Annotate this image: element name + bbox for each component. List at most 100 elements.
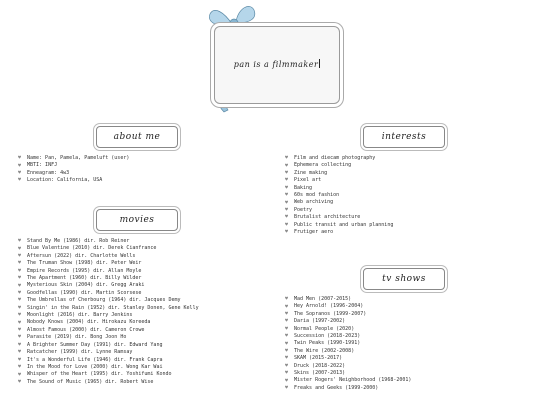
list-item: ♥ Enneagram: 4w3 <box>18 170 129 177</box>
heart-bullet-icon: ♥ <box>285 155 289 162</box>
list-item: ♥ Almost Famous (2000) dir. Cameron Crowe <box>18 327 199 334</box>
list-item-text: The Umbrellas of Cherbourg (1964) dir. J… <box>27 297 181 304</box>
list-item-text: Web archiving <box>294 199 334 206</box>
list-item-text: Pixel art <box>294 177 322 184</box>
movies-heading: movies <box>96 209 178 231</box>
list-item: ♥Druck (2018-2022) <box>285 363 411 370</box>
list-item-text: A Brighter Summer Day (1991) dir. Edward… <box>27 341 163 348</box>
list-item: ♥Skins (2007-2013) <box>285 370 411 377</box>
site-title: pan is a filmmaker <box>233 59 321 69</box>
list-item-text: Brutalist architecture <box>294 214 361 221</box>
heart-bullet-icon: ♥ <box>285 170 289 177</box>
list-item-text: Ephemera collecting <box>294 162 352 169</box>
list-item-text: Frutiger aero <box>294 229 334 236</box>
list-item-text: Public transit and urban planning <box>294 221 394 228</box>
list-item-text: Moonlight (2016) dir. Barry Jenkins <box>27 312 133 319</box>
heart-bullet-icon: ♥ <box>18 356 22 363</box>
heart-bullet-icon: ♥ <box>285 311 289 318</box>
list-item-text: The Truman Show (1998) dir. Peter Weir <box>27 260 142 267</box>
list-item: ♥ Blue Valentine (2010) dir. Derek Cianfr… <box>18 245 199 252</box>
heart-bullet-icon: ♥ <box>18 162 22 169</box>
heart-bullet-icon: ♥ <box>18 327 22 334</box>
list-item: ♥ Mister Rogers' Neighborhood (1968-2001) <box>285 377 411 384</box>
heart-bullet-icon: ♥ <box>285 199 289 206</box>
heart-bullet-icon: ♥ <box>18 312 22 319</box>
list-item: ♥Whisper of the Heart (1995) dir. Yoshif… <box>18 371 199 378</box>
heart-bullet-icon: ♥ <box>285 333 289 340</box>
heart-bullet-icon: ♥ <box>18 267 22 274</box>
heart-bullet-icon: ♥ <box>285 207 289 214</box>
list-item-text: Hey Arnold! (1996-2004) <box>294 303 364 310</box>
list-item: ♥Twin Peaks (1990-1991) <box>285 340 411 347</box>
list-item: ♥ Brutalist architecture <box>285 214 393 221</box>
heart-bullet-icon: ♥ <box>18 334 22 341</box>
heart-bullet-icon: ♥ <box>285 192 289 199</box>
list-item-text: Whisper of the Heart (1995) dir. Yoshifu… <box>27 371 172 378</box>
heart-bullet-icon: ♥ <box>18 245 22 252</box>
list-item: ♥Normal People (2020) <box>285 326 411 333</box>
list-item-text: Parasite (2019) dir. Bong Joon Ho <box>27 334 127 341</box>
heart-bullet-icon: ♥ <box>18 282 22 289</box>
list-item: ♥ Poetry <box>285 207 393 214</box>
heart-bullet-icon: ♥ <box>285 348 289 355</box>
list-item: ♥Nobody Knows (2004) dir. Hirokazu Koree… <box>18 319 199 326</box>
heart-bullet-icon: ♥ <box>285 377 289 384</box>
list-item: ♥ Location: California, USA <box>18 177 129 184</box>
heart-bullet-icon: ♥ <box>18 275 22 282</box>
list-item-text: Blue Valentine (2010) dir. Derek Cianfra… <box>27 245 157 252</box>
tv-shows-heading: tv shows <box>363 268 445 290</box>
list-item: ♥MBTI: INFJ <box>18 162 129 169</box>
heart-bullet-icon: ♥ <box>18 155 22 162</box>
heart-bullet-icon: ♥ <box>18 177 22 184</box>
list-item: ♥SKAM (2015-2017) <box>285 355 411 362</box>
heart-bullet-icon: ♥ <box>285 221 289 228</box>
list-item-text: Aftersun (2022) dir. Charlotte Wells <box>27 252 136 259</box>
list-item: ♥Mad Men (2007-2015) <box>285 296 411 303</box>
list-item-text: Mad Men (2007-2015) <box>294 296 352 302</box>
list-item-text: Singin' in the Rain (1952) dir. Stanley … <box>27 304 199 311</box>
list-item: ♥Aftersun (2022) dir. Charlotte Wells <box>18 253 199 260</box>
list-item-text: Almost Famous (2000) dir. Cameron Crowe <box>27 326 145 333</box>
list-item-text: 60s mod fashion <box>294 192 340 199</box>
heart-bullet-icon: ♥ <box>18 341 22 348</box>
list-item-text: Film and diecam photography <box>294 155 376 161</box>
heart-bullet-icon: ♥ <box>18 238 22 245</box>
list-item-text: Nobody Knows (2004) dir. Hirokazu Koreed… <box>27 319 151 326</box>
list-item: ♥ Baking <box>285 185 393 192</box>
list-item-text: Mister Rogers' Neighborhood (1968-2001) <box>294 377 412 384</box>
heart-bullet-icon: ♥ <box>285 355 289 362</box>
list-item: ♥ Mysterious Skin (2004) dir. Gregg Araki <box>18 282 199 289</box>
list-item-text: Name: Pan, Pamela, Pameluft (user) <box>27 155 130 161</box>
list-item-text: Skins (2007-2013) <box>294 370 346 377</box>
list-item-text: In the Mood for Love (2000) dir. Wong Ka… <box>27 363 163 370</box>
heart-bullet-icon: ♥ <box>285 214 289 221</box>
list-item: ♥ Moonlight (2016) dir. Barry Jenkins <box>18 312 199 319</box>
list-item-text: Location: California, USA <box>27 177 103 184</box>
list-item: ♥Pixel art <box>285 177 393 184</box>
header-card: pan is a filmmaker <box>214 26 340 104</box>
heart-bullet-icon: ♥ <box>18 290 22 297</box>
text-cursor <box>319 59 321 68</box>
list-item-text: Baking <box>294 184 313 191</box>
heart-bullet-icon: ♥ <box>18 170 22 177</box>
list-item: ♥ A Brighter Summer Day (1991) dir. Edwar… <box>18 342 199 349</box>
list-item-text: The Apartment (1960) dir. Billy Wilder <box>27 275 142 282</box>
list-item: ♥ In the Mood for Love (2000) dir. Wong K… <box>18 364 199 371</box>
list-item: ♥Zine making <box>285 170 393 177</box>
list-item: ♥Singin' in the Rain (1952) dir. Stanley… <box>18 305 199 312</box>
list-item: ♥ Public transit and urban planning <box>285 222 393 229</box>
list-item: ♥ Name: Pan, Pamela, Pameluft (user) <box>18 155 129 162</box>
list-item: ♥ The Sopranos (1999-2007) <box>285 311 411 318</box>
list-item: ♥ The Truman Show (1998) dir. Peter Weir <box>18 260 199 267</box>
list-item: ♥Freaks and Geeks (1999-2000) <box>285 385 411 392</box>
list-item-text: Enneagram: 4w3 <box>27 169 70 176</box>
heart-bullet-icon: ♥ <box>18 260 22 267</box>
list-item-text: Poetry <box>294 206 313 213</box>
list-item-text: The Sopranos (1999-2007) <box>294 310 367 317</box>
heart-bullet-icon: ♥ <box>285 162 289 169</box>
list-item-text: The Sound of Music (1965) dir. Robert Wi… <box>27 378 154 385</box>
heart-bullet-icon: ♥ <box>18 364 22 371</box>
list-item-text: Goodfellas (1990) dir. Martin Scorsese <box>27 289 142 296</box>
list-item-text: Mysterious Skin (2004) dir. Gregg Araki <box>27 282 145 289</box>
heart-bullet-icon: ♥ <box>285 184 289 191</box>
